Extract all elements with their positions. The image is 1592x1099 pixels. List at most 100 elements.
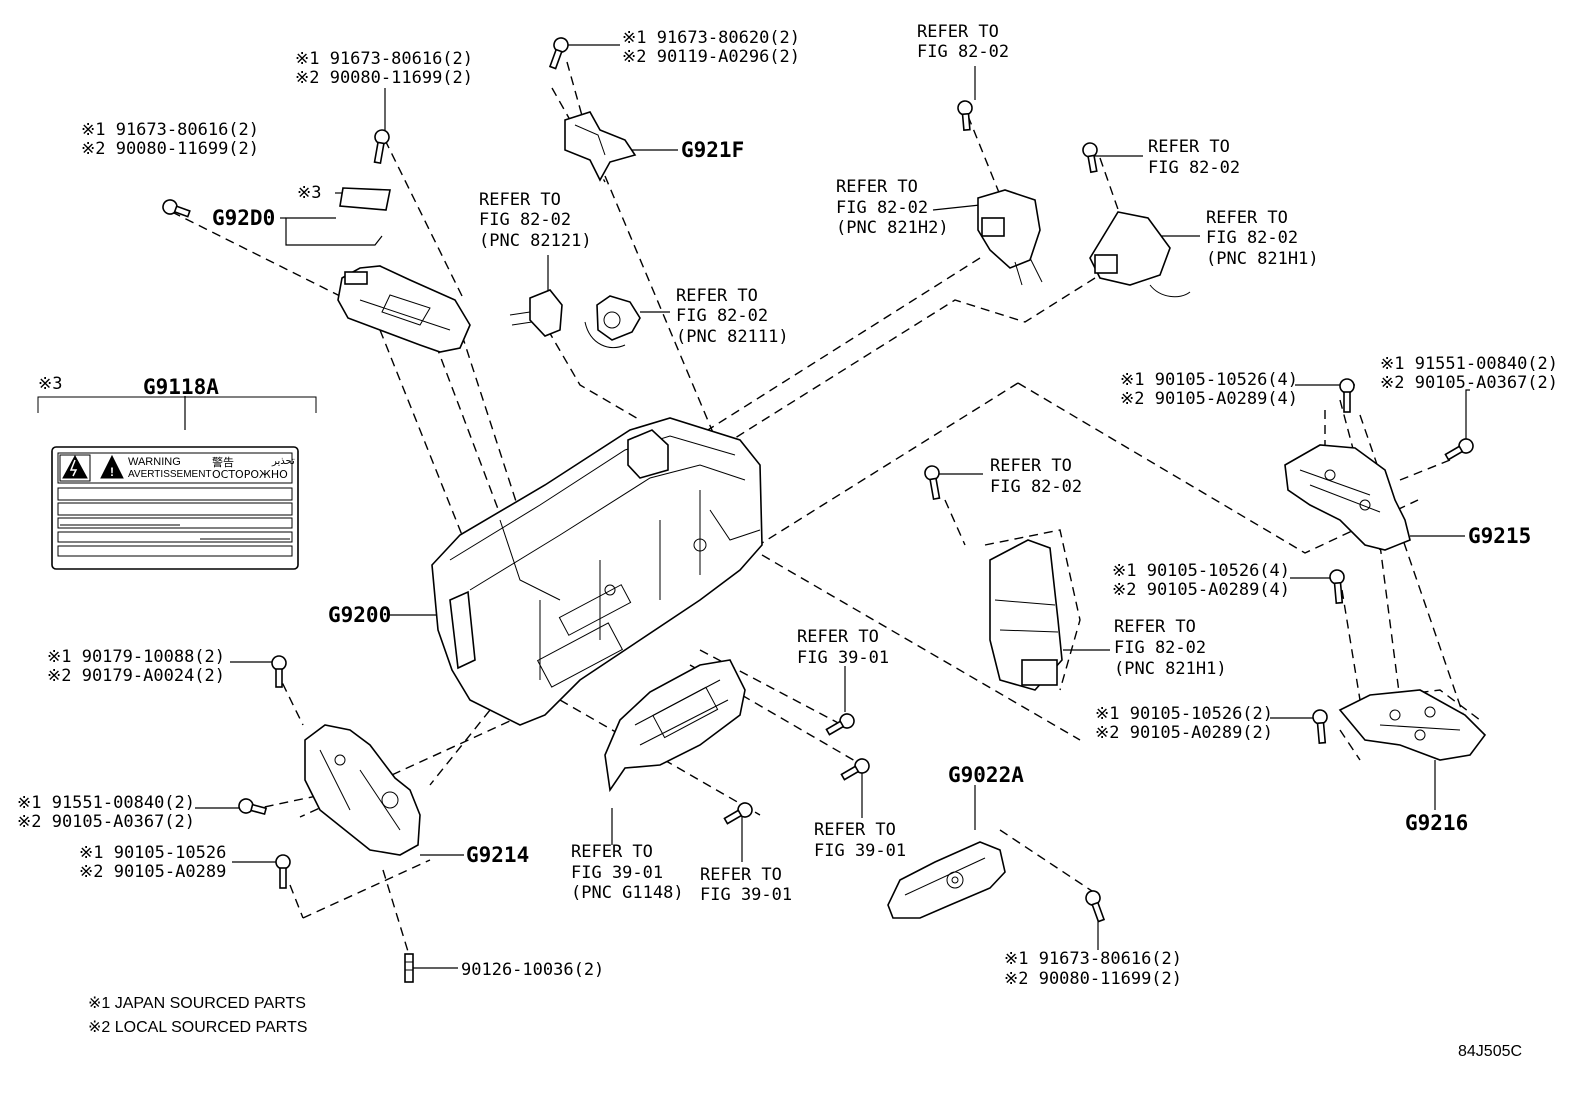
callout-line: ※2 90080-11699(2) bbox=[295, 68, 473, 88]
callout-r: ※1 91551-00840(2) ※2 90105-A0367(2) bbox=[17, 793, 195, 832]
callout-line: ※1 90105-10526(4) bbox=[1112, 561, 1290, 581]
bolt-icon bbox=[548, 37, 569, 70]
warning-label-g9118a: ! WARNING AVERTISSEMENT 警告 تحذير ОСТОРОЖ… bbox=[51, 446, 299, 570]
bracket-g9214-icon bbox=[304, 724, 421, 856]
part-label-g9216: G9216 bbox=[1405, 811, 1468, 835]
callout-line: ※2 90105-A0289(4) bbox=[1112, 580, 1290, 600]
label-patch-icon bbox=[339, 187, 391, 211]
callout-line: REFER TO bbox=[1114, 617, 1196, 637]
bolt-icon bbox=[1444, 438, 1474, 461]
callout-line: ※2 90080-11699(2) bbox=[81, 139, 259, 159]
bracket-g9215-icon bbox=[1284, 444, 1411, 551]
callout-u: REFER TO FIG 39-01 bbox=[700, 865, 792, 905]
inverter-g9200-icon bbox=[431, 417, 763, 726]
callout-line: ※2 90105-A0289(2) bbox=[1095, 723, 1273, 743]
callout-line: REFER TO bbox=[1148, 137, 1230, 157]
callout-line: ※2 90119-A0296(2) bbox=[622, 47, 800, 67]
part-label-g9214: G9214 bbox=[466, 843, 529, 867]
leader-lines bbox=[184, 44, 1470, 969]
connector-821h2-icon bbox=[977, 189, 1043, 286]
callout-w: ※1 91673-80616(2) ※2 90080-11699(2) bbox=[1004, 949, 1182, 989]
callout-line: REFER TO bbox=[571, 842, 653, 862]
warning-triangle-icon bbox=[100, 454, 124, 479]
callout-line: FIG 39-01 bbox=[700, 885, 792, 905]
bolt-icon bbox=[840, 758, 870, 781]
callout-d: REFER TO FIG 82-02 bbox=[917, 22, 1009, 62]
callout-line: ※2 90179-A0024(2) bbox=[47, 666, 225, 686]
connector-821h1-icon bbox=[1089, 211, 1191, 298]
bracket-g9216-icon bbox=[1338, 689, 1487, 761]
callout-line: ※1 91673-80616(2) bbox=[295, 49, 473, 69]
footnote-japan: ※1 JAPAN SOURCED PARTS bbox=[88, 995, 306, 1012]
callout-line: (PNC G1148) bbox=[571, 883, 684, 903]
callout-line: FIG 82-02 bbox=[836, 198, 928, 218]
bolt-icon bbox=[924, 465, 941, 501]
connector-82121-icon bbox=[509, 289, 563, 337]
callout-line: REFER TO bbox=[479, 190, 561, 210]
callout-line: FIG 82-02 bbox=[1148, 158, 1240, 178]
callout-line: ※1 91551-00840(2) bbox=[17, 793, 195, 813]
high-voltage-icon bbox=[62, 454, 88, 479]
callout-h: REFER TO FIG 82-02 bbox=[1148, 137, 1240, 178]
callout-line: ※2 90105-A0367(2) bbox=[1380, 373, 1558, 393]
callout-line: ※1 90105-10526 bbox=[79, 843, 226, 863]
callout-i: REFER TO FIG 82-02 (PNC 821H1) bbox=[1206, 208, 1319, 269]
callout-line: ※1 91673-80620(2) bbox=[622, 28, 800, 48]
bolt-icon bbox=[1082, 142, 1098, 174]
callout-a: ※1 91673-80620(2) ※2 90119-A0296(2) bbox=[622, 28, 800, 67]
bracket-g921f-icon bbox=[564, 111, 637, 182]
callout-line: (PNC 821H2) bbox=[836, 218, 949, 238]
part-label-g9118a: G9118A bbox=[143, 375, 219, 399]
warning-word: WARNING bbox=[128, 456, 181, 468]
cover-plate-g9022a-icon bbox=[887, 841, 1006, 919]
callout-k: ※1 91551-00840(2) ※2 90105-A0367(2) bbox=[1380, 354, 1558, 393]
callout-e: REFER TO FIG 82-02 (PNC 82121) bbox=[479, 190, 592, 251]
callout-line: (PNC 821H1) bbox=[1206, 249, 1319, 269]
callout-g: REFER TO FIG 82-02 (PNC 821H2) bbox=[836, 177, 949, 238]
kanji-warning: 警告 bbox=[212, 455, 234, 469]
callout-line: REFER TO bbox=[814, 820, 896, 840]
module-g1148-icon bbox=[604, 659, 746, 793]
arabic-warning: تحذير bbox=[271, 456, 295, 467]
part-label-g9200: G9200 bbox=[328, 603, 391, 627]
callout-line: ※2 90105-A0367(2) bbox=[17, 812, 195, 832]
callout-line: FIG 82-02 bbox=[917, 42, 1009, 62]
callout-line: (PNC 821H1) bbox=[1114, 659, 1227, 679]
callout-line: 90126-10036(2) bbox=[461, 960, 604, 980]
parts: ! WARNING AVERTISSEMENT 警告 تحذير ОСТОРОЖ… bbox=[37, 111, 1487, 919]
callout-o: ※1 90105-10526(2) ※2 90105-A0289(2) bbox=[1095, 704, 1273, 743]
cover-g92d0-icon bbox=[337, 265, 471, 353]
callout-line: FIG 39-01 bbox=[571, 863, 663, 883]
sensor-82111-icon bbox=[584, 295, 641, 349]
callout-line: (PNC 82121) bbox=[479, 231, 592, 251]
diagram-id: 84J505C bbox=[1458, 1043, 1522, 1060]
g9118a-bracket bbox=[37, 396, 317, 413]
callout-line: ※1 91673-80616(2) bbox=[1004, 949, 1182, 969]
fasteners bbox=[162, 37, 1474, 983]
footnotes: ※1 JAPAN SOURCED PARTS ※2 LOCAL SOURCED … bbox=[88, 995, 1522, 1060]
bolt-icon bbox=[271, 655, 287, 688]
callout-line: FIG 82-02 bbox=[1114, 638, 1206, 658]
callout-line: ※1 91673-80616(2) bbox=[81, 120, 259, 140]
bolt-icon bbox=[275, 854, 291, 889]
part-label-g921f: G921F bbox=[681, 138, 744, 162]
callout-line: FIG 82-02 bbox=[479, 210, 571, 230]
callout-line: REFER TO bbox=[917, 22, 999, 42]
part-note-g9118a: ※3 bbox=[38, 374, 62, 394]
part-label-g9215: G9215 bbox=[1468, 524, 1531, 548]
callout-j: ※1 90105-10526(4) ※2 90105-A0289(4) bbox=[1120, 370, 1298, 409]
callout-s: ※1 90105-10526 ※2 90105-A0289 bbox=[79, 843, 226, 882]
part-note-g92d0: ※3 bbox=[297, 183, 321, 203]
callout-line: ※1 90179-10088(2) bbox=[47, 647, 225, 667]
callout-t: REFER TO FIG 39-01 (PNC G1148) bbox=[571, 842, 684, 903]
part-label-g92d0: G92D0 bbox=[212, 206, 275, 230]
callout-line: FIG 82-02 bbox=[990, 477, 1082, 497]
callout-line: (PNC 82111) bbox=[676, 327, 789, 347]
bolt-icon bbox=[957, 100, 973, 132]
callout-line: REFER TO bbox=[836, 177, 918, 197]
stud-bolt-icon bbox=[404, 953, 414, 983]
bolt-icon bbox=[162, 199, 191, 218]
callout-m: ※1 90105-10526(4) ※2 90105-A0289(4) bbox=[1112, 561, 1290, 600]
part-label-g9022a: G9022A bbox=[948, 763, 1024, 787]
